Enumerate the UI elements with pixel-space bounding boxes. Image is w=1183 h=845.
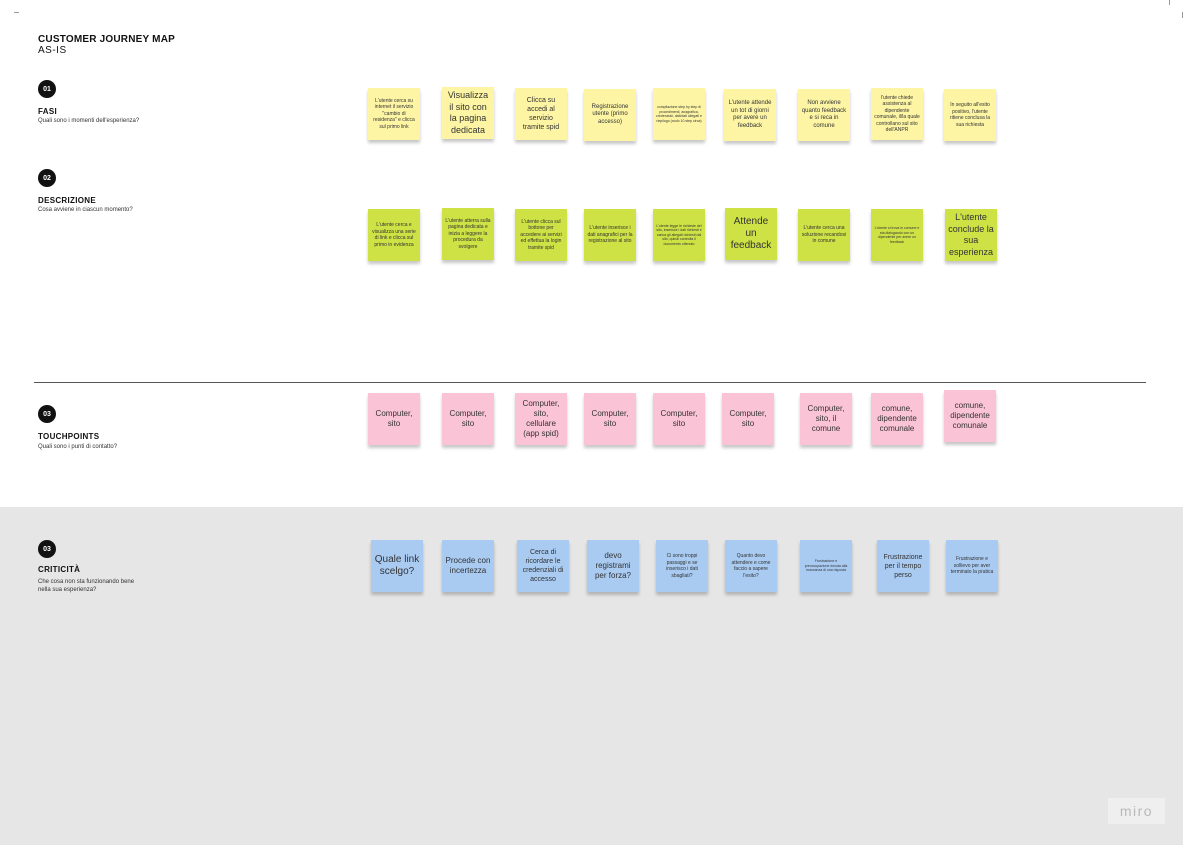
section-title-fasi: FASI — [38, 107, 57, 116]
sticky-note-descrizione[interactable]: L'utente cerca una soluzione recandosi i… — [798, 209, 850, 261]
section-title-touchpoints: TOUCHPOINTS — [38, 432, 100, 441]
sticky-note-fase[interactable]: Visualizza il sito con la pagina dedicat… — [442, 87, 494, 139]
sticky-note-criticita[interactable]: Ci sono troppi passaggi e se inserisco i… — [656, 540, 708, 592]
miro-logo: miro — [1108, 798, 1165, 824]
section-question-criticita: Che cosa non sta funzionando bene nella … — [38, 579, 135, 593]
section-question-touchpoints: Quali sono i punti di contatto? — [38, 444, 118, 450]
sticky-note-descrizione[interactable]: L'utente clicca sul bottone per accedere… — [515, 209, 567, 261]
sticky-note-criticita[interactable]: Quanto devo attendere e come faccio a sa… — [725, 540, 777, 592]
sticky-note-criticita[interactable]: Cerca di ricordare le credenziali di acc… — [517, 540, 569, 592]
section-number-badge: 03 — [38, 540, 56, 558]
sticky-note-descrizione[interactable]: L'utente legge le richieste del sito, in… — [653, 209, 705, 261]
section-title-criticita: CRITICITÀ — [38, 565, 81, 574]
sticky-note-touchpoint[interactable]: Computer, sito — [368, 393, 420, 445]
sticky-note-touchpoint[interactable]: Computer, sito, il comune — [800, 393, 852, 445]
sticky-note-touchpoint[interactable]: Computer, sito — [653, 393, 705, 445]
section-number-badge: 03 — [38, 405, 56, 423]
sticky-note-touchpoint[interactable]: Computer, sito — [722, 393, 774, 445]
sticky-note-descrizione[interactable]: L'utente inserisce i dati anagrafici per… — [584, 209, 636, 261]
sticky-note-descrizione[interactable]: Attende un feedback — [725, 208, 777, 260]
map-subtitle: AS-IS — [38, 45, 67, 56]
corner-mark-left — [14, 12, 19, 13]
sticky-note-criticita[interactable]: Quale link scelgo? — [371, 540, 423, 592]
sticky-note-criticita[interactable]: Frustrazione e sollievo per aver termina… — [946, 540, 998, 592]
sticky-note-descrizione[interactable]: L'utente si trova in comune e sta dialog… — [871, 209, 923, 261]
sticky-note-fase[interactable]: Registrazione utente (primo accesso) — [584, 89, 636, 141]
section-title-descrizione: DESCRIZIONE — [38, 196, 96, 205]
section-divider — [34, 382, 1146, 383]
sticky-note-fase[interactable]: Non avviene quanto feedback e si reca in… — [798, 89, 850, 141]
section-question-fasi: Quali sono i momenti dell'esperienza? — [38, 118, 140, 124]
sticky-note-touchpoint[interactable]: Computer, sito — [584, 393, 636, 445]
section-question-descrizione: Cosa avviene in ciascun momento? — [38, 207, 133, 213]
sticky-note-criticita[interactable]: devo registrami per forza? — [587, 540, 639, 592]
map-title: CUSTOMER JOURNEY MAP — [38, 34, 175, 45]
sticky-note-fase[interactable]: Clicca su accedi al servizio tramite spi… — [515, 88, 567, 140]
sticky-note-fase[interactable]: compilazione step by step di procediment… — [653, 88, 705, 140]
section-number-badge: 01 — [38, 80, 56, 98]
sticky-note-touchpoint[interactable]: Computer, sito — [442, 393, 494, 445]
sticky-note-fase[interactable]: L'utente cerca su internet il servizio "… — [368, 88, 420, 140]
section-number-badge: 02 — [38, 169, 56, 187]
sticky-note-descrizione[interactable]: L'utente cerca e visualizza una serie di… — [368, 209, 420, 261]
sticky-note-criticita[interactable]: Frustrazione per il tempo perso — [877, 540, 929, 592]
sticky-note-touchpoint[interactable]: Computer, sito, cellulare (app spid) — [515, 393, 567, 445]
corner-mark-right — [1169, 0, 1170, 5]
sticky-note-descrizione[interactable]: L'utente atterra sulla pagina dedicata e… — [442, 208, 494, 260]
sticky-note-criticita[interactable]: Frustrazione e preoccupazione dovuta all… — [800, 540, 852, 592]
sticky-note-fase[interactable]: l'utente chiede assistenza al dipendente… — [871, 88, 923, 140]
sticky-note-touchpoint[interactable]: comune, dipendente comunale — [944, 390, 996, 442]
sticky-note-touchpoint[interactable]: comune, dipendente comunale — [871, 393, 923, 445]
sticky-note-fase[interactable]: L'utente attende un tot di giorni per av… — [724, 89, 776, 141]
sticky-note-descrizione[interactable]: L'utente conclude la sua esperienza — [945, 209, 997, 261]
sticky-note-criticita[interactable]: Procede con incertezza — [442, 540, 494, 592]
sticky-note-fase[interactable]: In seguito all'esito positivo, l'utente … — [944, 89, 996, 141]
